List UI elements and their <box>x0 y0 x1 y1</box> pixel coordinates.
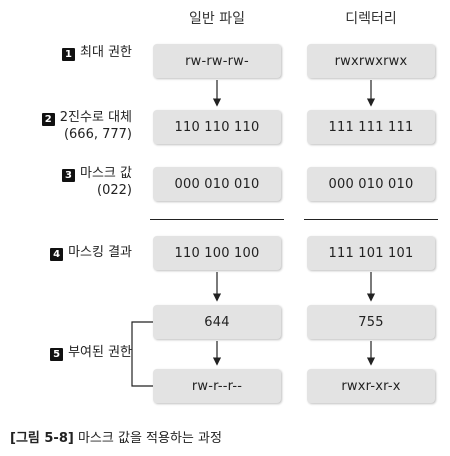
row-label-1: 1 최대 권한 <box>62 44 132 61</box>
column-header-directory: 디렉터리 <box>345 11 397 27</box>
row-label-2-sub: (666, 777) <box>63 127 132 142</box>
figure-caption: [그림 5-8] 마스크 값을 적용하는 과정 <box>10 427 222 446</box>
dir-mask-box: 000 010 010 <box>307 167 435 201</box>
bracket-line <box>131 321 153 387</box>
dir-octal-permission-box: 755 <box>307 305 435 339</box>
file-masked-result-box: 110 100 100 <box>153 236 281 270</box>
row-label-3: 3 마스크 값 (022) <box>62 165 132 199</box>
step-number-5: 5 <box>50 348 64 361</box>
row-label-4: 4 마스킹 결과 <box>50 244 132 261</box>
row-label-1-text: 최대 권한 <box>80 45 132 60</box>
row-label-5-text: 부여된 권한 <box>68 345 132 360</box>
row-label-2: 2 2진수로 대체 (666, 777) <box>41 109 132 143</box>
figure-caption-tag: [그림 5-8] <box>10 431 74 446</box>
figure-caption-text: 마스크 값을 적용하는 과정 <box>77 431 222 446</box>
divider-line-directory <box>304 219 438 220</box>
file-final-permission-box: rw-r--r-- <box>153 369 281 403</box>
dir-binary-box: 111 111 111 <box>307 110 435 144</box>
dir-final-permission-box: rwxr-xr-x <box>307 369 435 403</box>
step-number-1: 1 <box>62 48 76 61</box>
file-mask-box: 000 010 010 <box>153 167 281 201</box>
dir-masked-result-box: 111 101 101 <box>307 236 435 270</box>
dir-max-permission-box: rwxrwxrwx <box>307 44 435 78</box>
step-number-4: 4 <box>50 248 64 261</box>
row-label-2-text: 2진수로 대체 <box>59 110 132 125</box>
file-max-permission-box: rw-rw-rw- <box>153 44 281 78</box>
row-label-4-text: 마스킹 결과 <box>68 245 132 260</box>
divider-line-file <box>150 219 284 220</box>
column-header-file: 일반 파일 <box>189 11 245 27</box>
step-number-2: 2 <box>41 113 55 126</box>
row-label-5: 5 부여된 권한 <box>50 344 132 361</box>
file-octal-permission-box: 644 <box>153 305 281 339</box>
row-label-3-text: 마스크 값 <box>80 166 132 181</box>
row-label-3-sub: (022) <box>97 183 132 198</box>
step-number-3: 3 <box>62 169 76 182</box>
file-binary-box: 110 110 110 <box>153 110 281 144</box>
